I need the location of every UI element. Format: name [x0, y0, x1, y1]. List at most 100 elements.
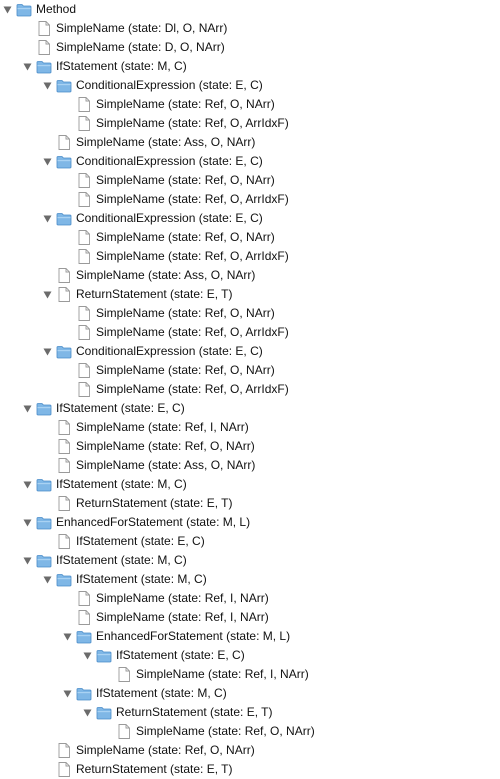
disclosure-spacer	[62, 613, 72, 623]
tree-row-label: ReturnStatement (state: E, T)	[76, 287, 233, 301]
tree-row[interactable]: SimpleName (state: Ref, I, NArr)	[102, 665, 309, 684]
tree-row[interactable]: SimpleName (state: D, O, NArr)	[22, 38, 225, 57]
tree-row[interactable]: IfStatement (state: E, C)	[22, 399, 185, 418]
tree-row-label: SimpleName (state: Ref, O, ArrIdxF)	[96, 249, 289, 263]
file-icon	[76, 249, 92, 265]
disclosure-triangle-expanded-icon[interactable]	[22, 518, 32, 528]
disclosure-triangle-expanded-icon[interactable]	[82, 651, 92, 661]
tree-row[interactable]: SimpleName (state: Dl, O, NArr)	[22, 19, 227, 38]
tree-row[interactable]: ConditionalExpression (state: E, C)	[42, 152, 263, 171]
tree-row[interactable]: SimpleName (state: Ref, O, ArrIdxF)	[62, 323, 289, 342]
tree-row[interactable]: IfStatement (state: E, C)	[82, 646, 245, 665]
tree-row-label: IfStatement (state: M, C)	[76, 572, 207, 586]
tree-row-label: ReturnStatement (state: E, T)	[116, 705, 273, 719]
tree-row[interactable]: SimpleName (state: Ref, O, NArr)	[62, 228, 275, 247]
file-icon	[56, 743, 72, 759]
tree-row[interactable]: SimpleName (state: Ref, I, NArr)	[42, 418, 249, 437]
tree-row-label: IfStatement (state: M, C)	[96, 686, 227, 700]
tree-row-label: SimpleName (state: Dl, O, NArr)	[56, 21, 228, 35]
disclosure-triangle-expanded-icon[interactable]	[62, 689, 72, 699]
disclosure-triangle-expanded-icon[interactable]	[2, 5, 12, 15]
tree-row-label: ConditionalExpression (state: E, C)	[76, 344, 263, 358]
tree-row[interactable]: SimpleName (state: Ref, O, ArrIdxF)	[62, 380, 289, 399]
file-icon	[56, 534, 72, 550]
tree-row-label: SimpleName (state: Ass, O, NArr)	[76, 458, 256, 472]
file-icon	[76, 230, 92, 246]
tree-row[interactable]: SimpleName (state: Ref, I, NArr)	[62, 589, 269, 608]
folder-icon	[36, 553, 52, 569]
folder-icon	[56, 211, 72, 227]
tree-row[interactable]: ReturnStatement (state: E, T)	[42, 494, 233, 513]
disclosure-triangle-expanded-icon[interactable]	[42, 157, 52, 167]
tree-row[interactable]: IfStatement (state: M, C)	[22, 551, 187, 570]
disclosure-triangle-expanded-icon[interactable]	[22, 556, 32, 566]
tree-row[interactable]: SimpleName (state: Ref, O, NArr)	[62, 171, 275, 190]
tree-row[interactable]: SimpleName (state: Ref, O, ArrIdxF)	[62, 114, 289, 133]
tree-row[interactable]: SimpleName (state: Ref, O, NArr)	[62, 95, 275, 114]
tree-row-label: ReturnStatement (state: E, T)	[76, 762, 233, 776]
disclosure-triangle-expanded-icon[interactable]	[62, 632, 72, 642]
tree-row[interactable]: SimpleName (state: Ref, O, NArr)	[62, 361, 275, 380]
tree-row[interactable]: IfStatement (state: E, C)	[42, 532, 205, 551]
disclosure-spacer	[42, 537, 52, 547]
tree-row[interactable]: SimpleName (state: Ref, I, NArr)	[62, 608, 269, 627]
tree-row[interactable]: SimpleName (state: Ass, O, NArr)	[42, 133, 255, 152]
tree-row[interactable]: SimpleName (state: Ref, O, NArr)	[102, 722, 315, 741]
tree-row[interactable]: SimpleName (state: Ref, O, ArrIdxF)	[62, 247, 289, 266]
tree-row-label: Method	[36, 2, 77, 16]
tree-row[interactable]: IfStatement (state: M, C)	[22, 57, 187, 76]
disclosure-triangle-expanded-icon[interactable]	[42, 347, 52, 357]
tree-row[interactable]: SimpleName (state: Ref, O, NArr)	[42, 741, 255, 760]
file-icon	[76, 610, 92, 626]
file-icon	[56, 439, 72, 455]
disclosure-triangle-expanded-icon[interactable]	[22, 404, 32, 414]
file-icon	[56, 268, 72, 284]
file-icon	[76, 325, 92, 341]
tree-row[interactable]: IfStatement (state: M, C)	[62, 684, 227, 703]
disclosure-triangle-expanded-icon[interactable]	[42, 81, 52, 91]
tree-row[interactable]: SimpleName (state: Ass, O, NArr)	[42, 456, 255, 475]
disclosure-triangle-expanded-icon[interactable]	[42, 575, 52, 585]
tree-row-label: ReturnStatement (state: E, T)	[76, 496, 233, 510]
disclosure-spacer	[22, 43, 32, 53]
tree-row[interactable]: ReturnStatement (state: E, T)	[42, 285, 233, 304]
disclosure-triangle-expanded-icon[interactable]	[22, 62, 32, 72]
disclosure-spacer	[62, 176, 72, 186]
tree-row[interactable]: SimpleName (state: Ref, O, NArr)	[62, 304, 275, 323]
tree-row[interactable]: IfStatement (state: M, C)	[22, 475, 187, 494]
tree-row-label: ConditionalExpression (state: E, C)	[76, 154, 263, 168]
disclosure-triangle-expanded-icon[interactable]	[82, 708, 92, 718]
file-icon	[56, 762, 72, 778]
disclosure-triangle-expanded-icon[interactable]	[22, 480, 32, 490]
tree-row-label: SimpleName (state: Ref, O, NArr)	[96, 363, 275, 377]
tree-row[interactable]: IfStatement (state: M, C)	[42, 570, 207, 589]
tree-row-label: EnhancedForStatement (state: M, L)	[96, 629, 291, 643]
tree-row[interactable]: Method	[2, 0, 76, 19]
file-icon	[76, 591, 92, 607]
tree-row[interactable]: SimpleName (state: Ass, O, NArr)	[42, 266, 255, 285]
tree-row-label: ConditionalExpression (state: E, C)	[76, 78, 263, 92]
file-icon	[56, 287, 72, 303]
tree-row[interactable]: SimpleName (state: Ref, O, NArr)	[42, 437, 255, 456]
tree-row-label: SimpleName (state: Ref, O, ArrIdxF)	[96, 192, 289, 206]
tree-row[interactable]: ConditionalExpression (state: E, C)	[42, 209, 263, 228]
tree-row-label: SimpleName (state: Ref, O, ArrIdxF)	[96, 116, 289, 130]
tree-row[interactable]: SimpleName (state: Ref, O, ArrIdxF)	[62, 190, 289, 209]
disclosure-triangle-expanded-icon[interactable]	[42, 290, 52, 300]
tree-row-label: SimpleName (state: Ref, O, NArr)	[96, 306, 275, 320]
folder-icon	[76, 686, 92, 702]
tree-row-label: SimpleName (state: Ref, I, NArr)	[96, 610, 269, 624]
disclosure-triangle-expanded-icon[interactable]	[42, 214, 52, 224]
tree-row[interactable]: ReturnStatement (state: E, T)	[42, 760, 233, 779]
tree-row[interactable]: EnhancedForStatement (state: M, L)	[22, 513, 250, 532]
file-icon	[76, 306, 92, 322]
file-icon	[56, 135, 72, 151]
tree-row[interactable]: ConditionalExpression (state: E, C)	[42, 342, 263, 361]
folder-icon	[56, 154, 72, 170]
tree-row[interactable]: ReturnStatement (state: E, T)	[82, 703, 273, 722]
tree-row[interactable]: EnhancedForStatement (state: M, L)	[62, 627, 290, 646]
tree-row-label: SimpleName (state: Ass, O, NArr)	[76, 135, 256, 149]
tree-row[interactable]: ConditionalExpression (state: E, C)	[42, 76, 263, 95]
file-icon	[36, 40, 52, 56]
